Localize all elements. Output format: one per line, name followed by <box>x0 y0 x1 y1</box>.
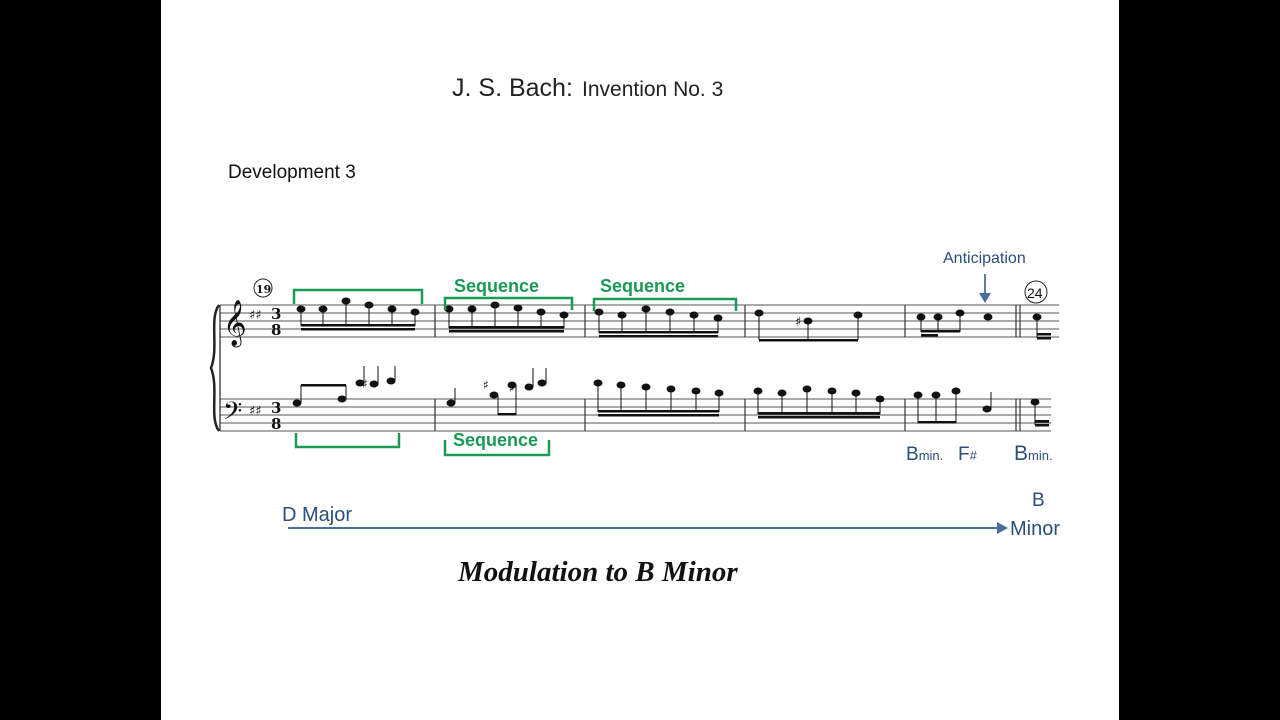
svg-text:♯: ♯ <box>509 381 515 395</box>
bracket-treble-m19 <box>292 288 424 304</box>
time-signature-bottom: 8 <box>271 321 281 339</box>
note-group <box>594 305 723 338</box>
key-from-label: D Major <box>282 504 353 526</box>
note-group <box>296 297 420 331</box>
chord-label: Bmin. <box>1014 442 1053 466</box>
key-to-label: B <box>1032 490 1045 511</box>
note-group: ♯ <box>292 366 396 407</box>
bracket-treble-m21 <box>592 297 738 311</box>
music-score: 𝄞 𝄢 ♯♯ ♯♯ 3 8 3 8 19 24 <box>209 274 1059 534</box>
barlines <box>434 305 1021 431</box>
note-group <box>916 309 993 337</box>
chord-quality: min. <box>918 448 944 463</box>
time-signature-top: 3 <box>271 305 281 323</box>
note-group <box>753 385 885 419</box>
note-group <box>444 301 569 333</box>
note-group <box>593 379 724 417</box>
bass-notes: ♯ ♯ ♯ <box>292 366 1049 427</box>
measure-number-circle <box>253 278 273 298</box>
bass-clef-icon: 𝄢 <box>223 397 242 432</box>
measure-number-start: 19 <box>256 283 271 296</box>
bass-key-signature: ♯♯ <box>249 404 262 419</box>
key-to-label: Minor <box>1010 518 1061 540</box>
anticipation-label: Anticipation <box>943 250 1026 267</box>
measure-number-end: 24 <box>1027 285 1043 301</box>
svg-text:♯: ♯ <box>483 378 489 392</box>
time-signature-top: 3 <box>271 399 281 417</box>
anticipation-arrow <box>979 274 991 303</box>
measure-number-circle <box>1024 280 1048 304</box>
svg-text:♯: ♯ <box>795 315 801 330</box>
note-group: ♯ <box>754 309 863 342</box>
slide: J. S. Bach: Invention No. 3 Development … <box>161 0 1119 720</box>
treble-key-signature: ♯♯ <box>249 308 262 323</box>
note-group <box>1032 313 1051 340</box>
treble-notes: ♯ <box>296 297 1051 342</box>
sequence-brackets <box>292 288 738 457</box>
bracket-bass-m19 <box>294 433 401 449</box>
chord-quality: # <box>969 448 977 463</box>
time-signature-bottom: 8 <box>271 415 281 433</box>
chord-root: B <box>906 444 919 465</box>
title-work: Invention No. 3 <box>582 78 724 101</box>
sequence-label: Sequence <box>600 276 686 296</box>
note-group <box>1030 398 1049 427</box>
chord-root: B <box>1014 442 1029 465</box>
bracket-bass-m20 <box>443 440 551 457</box>
chord-label: F# <box>958 444 977 466</box>
system-brace <box>209 304 221 432</box>
chord-root: F <box>958 444 970 465</box>
modulation-arrow <box>288 522 1008 534</box>
bracket-treble-m20 <box>443 296 574 310</box>
svg-text:♯: ♯ <box>362 377 368 391</box>
chord-quality: min. <box>1028 448 1053 463</box>
title-composer: J. S. Bach: <box>452 74 573 102</box>
note-group: ♯ ♯ <box>446 368 547 416</box>
note-group <box>913 387 992 424</box>
caption: Modulation to B Minor <box>458 556 738 588</box>
section-label: Development 3 <box>228 162 356 183</box>
chord-label: Bmin. <box>906 444 943 466</box>
sequence-label: Sequence <box>454 276 540 296</box>
treble-clef-icon: 𝄞 <box>223 300 247 348</box>
sequence-label: Sequence <box>453 430 539 450</box>
